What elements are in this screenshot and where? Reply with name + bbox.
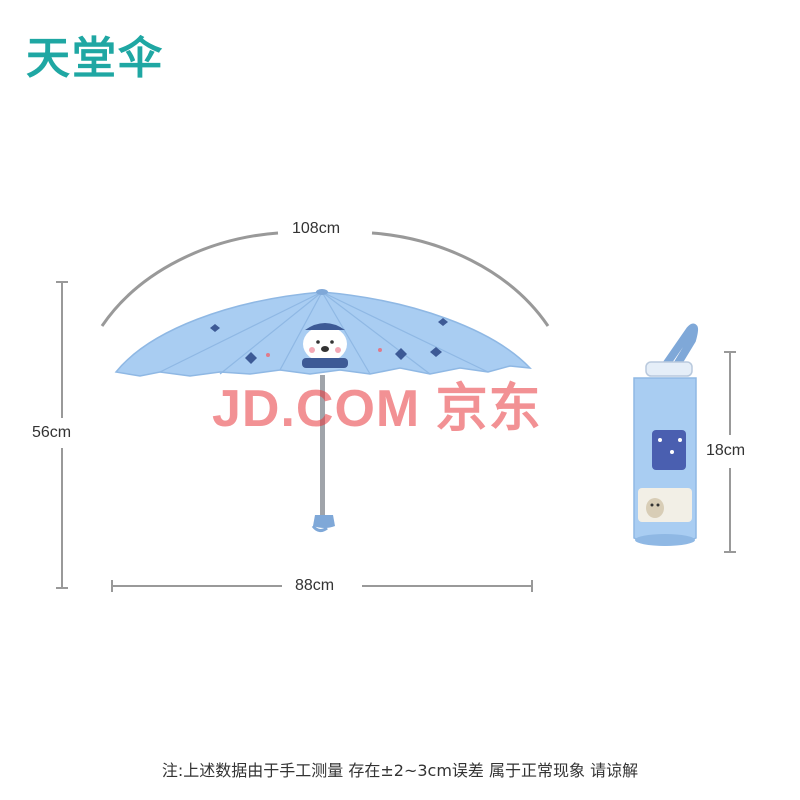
watermark: JD.COM 京东 (212, 380, 542, 438)
open-umbrella (114, 289, 532, 533)
label-open-height: 56cm (32, 424, 72, 441)
label-open-width: 88cm (295, 577, 335, 594)
span-arc-right (371, 231, 550, 327)
bear-pattern (302, 323, 348, 368)
folded-umbrella (633, 323, 699, 546)
label-folded-length: 18cm (706, 442, 746, 459)
span-arc-left (100, 231, 279, 327)
brand-logo: 天堂伞 (26, 33, 164, 84)
label-open-span: 108cm (292, 220, 341, 237)
footer-note: 注:上述数据由于手工测量 存在±2~3cm误差 属于正常现象 请谅解 (161, 761, 639, 780)
